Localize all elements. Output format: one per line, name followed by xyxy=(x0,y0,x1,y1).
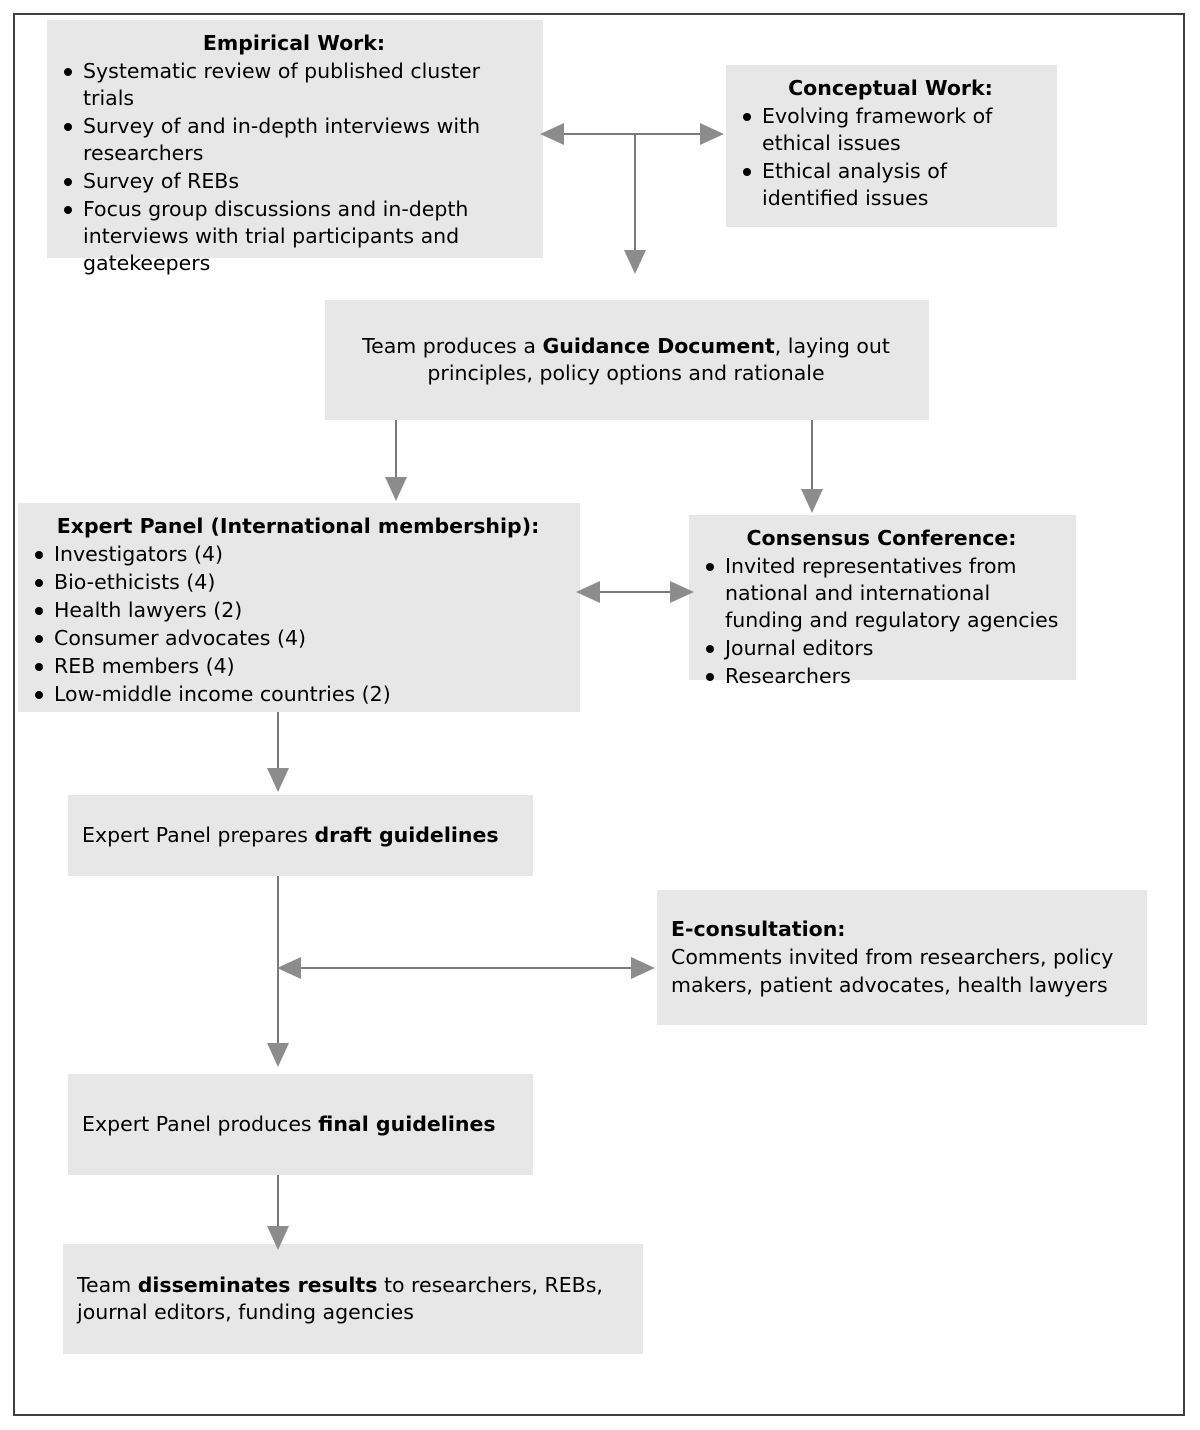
dissemination-text: Team disseminates results to researchers… xyxy=(77,1273,603,1324)
arrowhead-to-expert-panel xyxy=(385,477,407,501)
dissemination-text-after: to researchers, REBs, journal editors, f… xyxy=(77,1272,603,1324)
diagram-frame xyxy=(13,13,1185,1416)
connector-final-to-dissemination-line xyxy=(277,1175,279,1230)
list-item: Survey of REBs xyxy=(61,168,527,195)
arrowhead-to-empirical-work xyxy=(540,123,564,145)
dissemination-text-before: Team xyxy=(77,1272,138,1297)
guidance-text-after: , laying out principles, policy options … xyxy=(427,333,890,385)
connector-panel-to-draft-line xyxy=(277,712,279,772)
node-guidance-document[interactable]: Team produces a Guidance Document, layin… xyxy=(325,300,929,420)
arrowhead-to-final-guidelines xyxy=(267,1043,289,1067)
final-text-emphasis: final guidelines xyxy=(318,1111,496,1136)
list-item: Investigators (4) xyxy=(32,541,564,568)
node-consensus-conference[interactable]: Consensus Conference: Invited representa… xyxy=(689,515,1076,688)
arrowhead-to-conceptual-work xyxy=(700,123,724,145)
arrowhead-to-consensus-conference xyxy=(801,489,823,513)
conceptual-work-title: Conceptual Work: xyxy=(788,76,993,100)
connector-guidance-to-expert-panel-line xyxy=(395,420,397,480)
arrowhead-to-dissemination xyxy=(267,1226,289,1250)
guidance-text-before: Team produces a xyxy=(362,333,543,358)
final-text-before: Expert Panel produces xyxy=(82,1111,319,1136)
connector-panel-consensus-line xyxy=(598,591,690,593)
list-item: Evolving framework of ethical issues xyxy=(740,103,1041,157)
guidance-text-emphasis: Guidance Document xyxy=(542,333,775,358)
list-item: Ethical analysis of identified issues xyxy=(740,158,1041,212)
draft-text-emphasis: draft guidelines xyxy=(314,822,499,847)
arrowhead-to-draft-guidelines xyxy=(267,768,289,792)
node-conceptual-work[interactable]: Conceptual Work: Evolving framework of e… xyxy=(726,65,1057,227)
arrowhead-to-guidance-document xyxy=(624,250,646,274)
list-item: Health lawyers (2) xyxy=(32,597,564,624)
arrowhead-to-e-consultation xyxy=(631,957,655,979)
list-item: Focus group discussions and in-depth int… xyxy=(61,196,527,277)
draft-guidelines-text: Expert Panel prepares draft guidelines xyxy=(82,823,499,847)
consensus-conference-title: Consensus Conference: xyxy=(746,526,1017,550)
list-item: Consumer advocates (4) xyxy=(32,625,564,652)
dissemination-text-emphasis: disseminates results xyxy=(137,1272,378,1297)
list-item: Journal editors xyxy=(703,635,1060,662)
node-final-guidelines[interactable]: Expert Panel produces final guidelines xyxy=(68,1074,533,1175)
connector-to-guidance-document-line xyxy=(634,133,636,253)
consensus-conference-list: Invited representatives from national an… xyxy=(703,553,1060,690)
e-consultation-body: Comments invited from researchers, polic… xyxy=(671,945,1114,997)
list-item: Invited representatives from national an… xyxy=(703,553,1060,634)
list-item: Systematic review of published cluster t… xyxy=(61,58,527,112)
node-dissemination[interactable]: Team disseminates results to researchers… xyxy=(63,1244,643,1354)
empirical-work-title: Empirical Work: xyxy=(202,31,386,55)
arrowhead-to-expert-panel-side xyxy=(576,581,600,603)
node-expert-panel[interactable]: Expert Panel (International membership):… xyxy=(18,503,580,712)
empirical-work-list: Systematic review of published cluster t… xyxy=(61,58,527,277)
conceptual-work-list: Evolving framework of ethical issues Eth… xyxy=(740,103,1041,212)
node-draft-guidelines[interactable]: Expert Panel prepares draft guidelines xyxy=(68,795,533,876)
expert-panel-title: Expert Panel (International membership): xyxy=(56,514,540,538)
node-empirical-work[interactable]: Empirical Work: Systematic review of pub… xyxy=(47,20,543,275)
final-guidelines-text: Expert Panel produces final guidelines xyxy=(82,1112,496,1136)
connector-draft-econsultation-line xyxy=(299,967,633,969)
list-item: REB members (4) xyxy=(32,653,564,680)
e-consultation-title: E-consultation: xyxy=(671,917,846,942)
guidance-document-text: Team produces a Guidance Document, layin… xyxy=(362,334,890,385)
draft-text-before: Expert Panel prepares xyxy=(82,822,315,847)
list-item: Survey of and in-depth interviews with r… xyxy=(61,113,527,167)
expert-panel-list: Investigators (4) Bio-ethicists (4) Heal… xyxy=(32,541,564,708)
list-item: Researchers xyxy=(703,663,1060,690)
list-item: Bio-ethicists (4) xyxy=(32,569,564,596)
node-e-consultation[interactable]: E-consultation: Comments invited from re… xyxy=(657,890,1147,1025)
connector-guidance-to-consensus-line xyxy=(811,420,813,492)
list-item: Low-middle income countries (2) xyxy=(32,681,564,708)
arrowhead-to-consensus-conference-side xyxy=(670,581,694,603)
connector-empirical-conceptual-line xyxy=(562,133,722,135)
arrowhead-to-draft-guidelines-side xyxy=(277,957,301,979)
